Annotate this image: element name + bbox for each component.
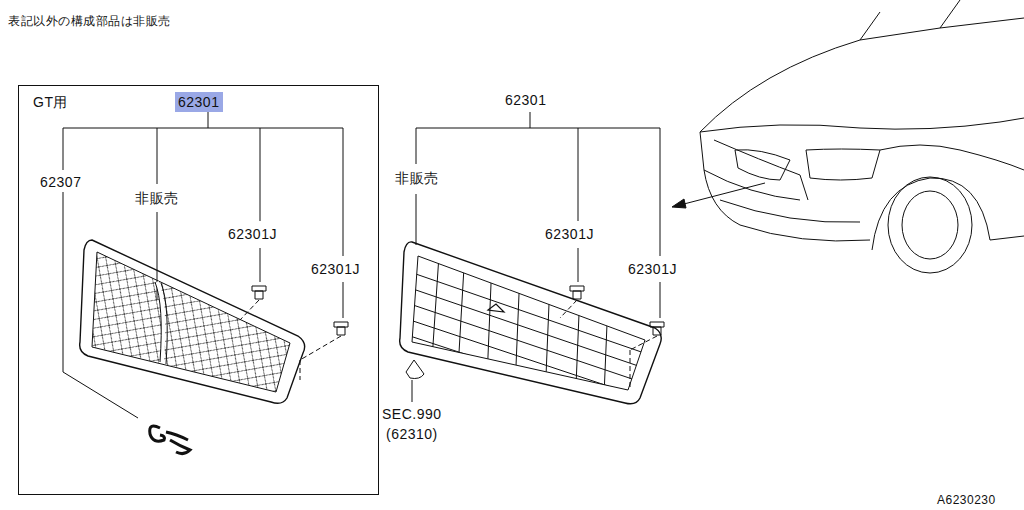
node-text: 62301 <box>178 94 219 110</box>
part-number: 62301J <box>545 226 594 242</box>
node-text: GT用 <box>33 94 68 110</box>
part-number: 62307 <box>40 174 81 190</box>
note-text: 表記以外の構成部品は非販売 <box>8 13 171 29</box>
part-number: 62301J <box>628 261 677 277</box>
not-for-sale: 非販売 <box>395 170 439 186</box>
section-ref: (62310) <box>386 426 438 442</box>
part-number: 62301J <box>311 261 360 277</box>
section-ref: SEC.990 <box>382 406 442 422</box>
part-number: 62301 <box>505 92 546 108</box>
not-for-sale: 非販売 <box>135 190 179 206</box>
highlighted-part-number: 62301 <box>175 92 223 112</box>
part-number: 62301J <box>228 226 277 242</box>
group-box: GT用 62301 <box>18 85 379 495</box>
diagram-code: A6230230 <box>937 492 996 508</box>
